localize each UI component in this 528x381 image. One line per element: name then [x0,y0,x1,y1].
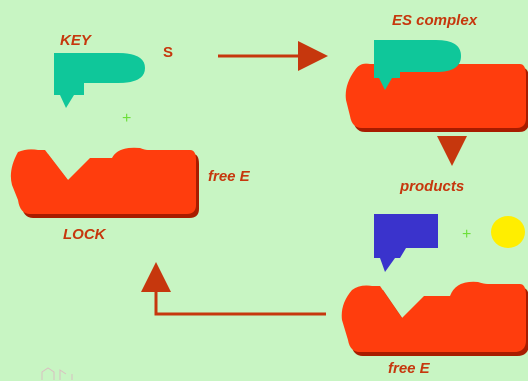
es-complex-enzyme [345,63,526,128]
label-es-complex: ES complex [392,12,478,29]
es-complex-substrate [374,40,461,90]
product-blue-shape [374,214,438,272]
label-substrate: S [163,44,174,61]
plus-sign-right: + [462,226,472,243]
enzyme-lock-left [10,147,196,214]
label-free-e-left: free E [208,168,250,185]
product-yellow-ellipse [491,216,525,248]
label-free-e-bottom: free E [388,360,430,377]
substrate-key-shape [54,53,145,108]
label-lock: LOCK [63,226,106,243]
label-key: KEY [60,32,91,49]
decoration-mark [41,367,73,380]
label-products: products [400,178,465,195]
enzyme-free-bottom [341,281,526,352]
plus-sign-left: + [122,110,132,127]
arrow-free-to-lock [141,262,326,316]
